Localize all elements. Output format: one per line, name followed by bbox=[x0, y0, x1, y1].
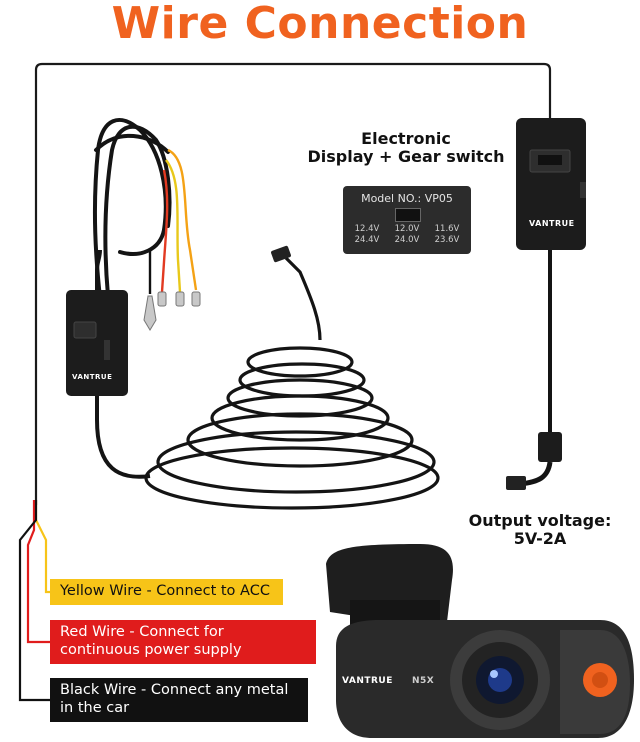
display-note: Electronic Display + Gear switch bbox=[296, 129, 516, 167]
fuse-leads bbox=[148, 148, 198, 294]
gear-switch-icon bbox=[395, 208, 421, 222]
yellow-wire-label: Yellow Wire - Connect to ACC bbox=[50, 579, 283, 605]
black-wire-label: Black Wire - Connect any metal in the ca… bbox=[50, 678, 308, 722]
hardwire-cable-coil bbox=[92, 118, 172, 300]
hardwire-kit-box-left bbox=[66, 249, 151, 479]
wire-leads bbox=[18, 500, 50, 702]
wire-terminals bbox=[143, 291, 201, 331]
connection-lines bbox=[34, 62, 552, 505]
usb-cable-coil bbox=[144, 256, 440, 510]
display-note-line1: Electronic bbox=[361, 129, 451, 148]
output-note-line1: Output voltage: bbox=[468, 511, 612, 530]
usb-c-plug-top bbox=[271, 245, 291, 263]
red-wire-label: Red Wire - Connect for continuous power … bbox=[50, 620, 316, 664]
page-title: Wire Connection bbox=[111, 0, 529, 49]
output-note: Output voltage: 5V-2A bbox=[460, 511, 620, 549]
camera-badge: N5X bbox=[412, 676, 435, 686]
output-note-line2: 5V-2A bbox=[513, 529, 567, 549]
brand-logo-camera: VANTRUE bbox=[342, 676, 393, 686]
brand-logo-right: VANTRUE bbox=[529, 219, 575, 228]
hardwire-kit-box-right bbox=[506, 118, 586, 490]
display-note-line2: Display + Gear switch bbox=[307, 147, 505, 167]
brand-logo-left: VANTRUE bbox=[72, 373, 113, 381]
dash-cam-image bbox=[326, 544, 634, 738]
model-title: Model NO.: VP05 bbox=[361, 192, 453, 205]
